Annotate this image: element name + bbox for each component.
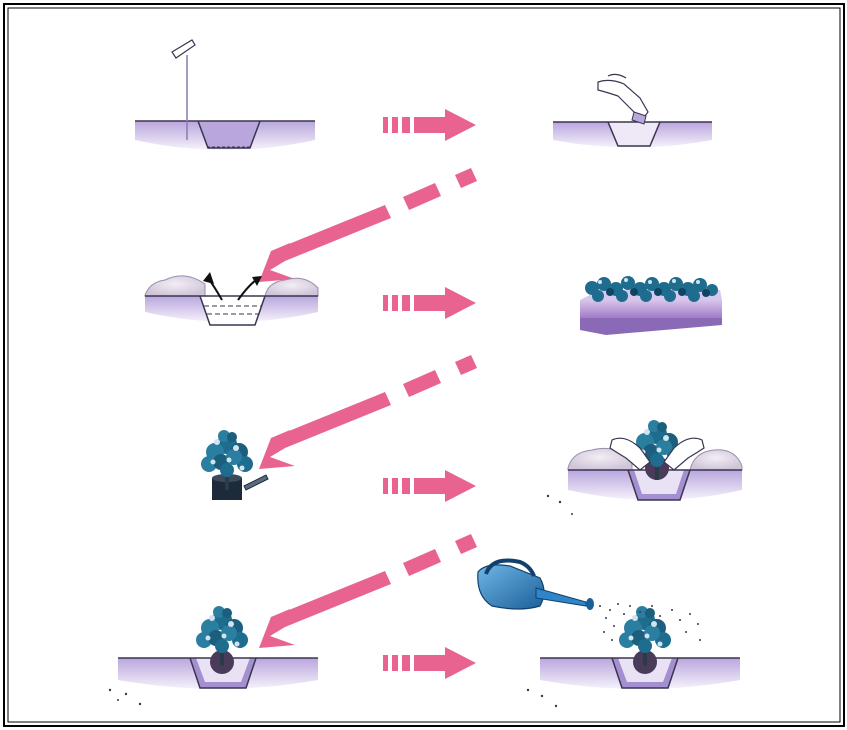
diagram-border xyxy=(4,4,844,726)
seedling-tray-icon xyxy=(580,276,722,335)
